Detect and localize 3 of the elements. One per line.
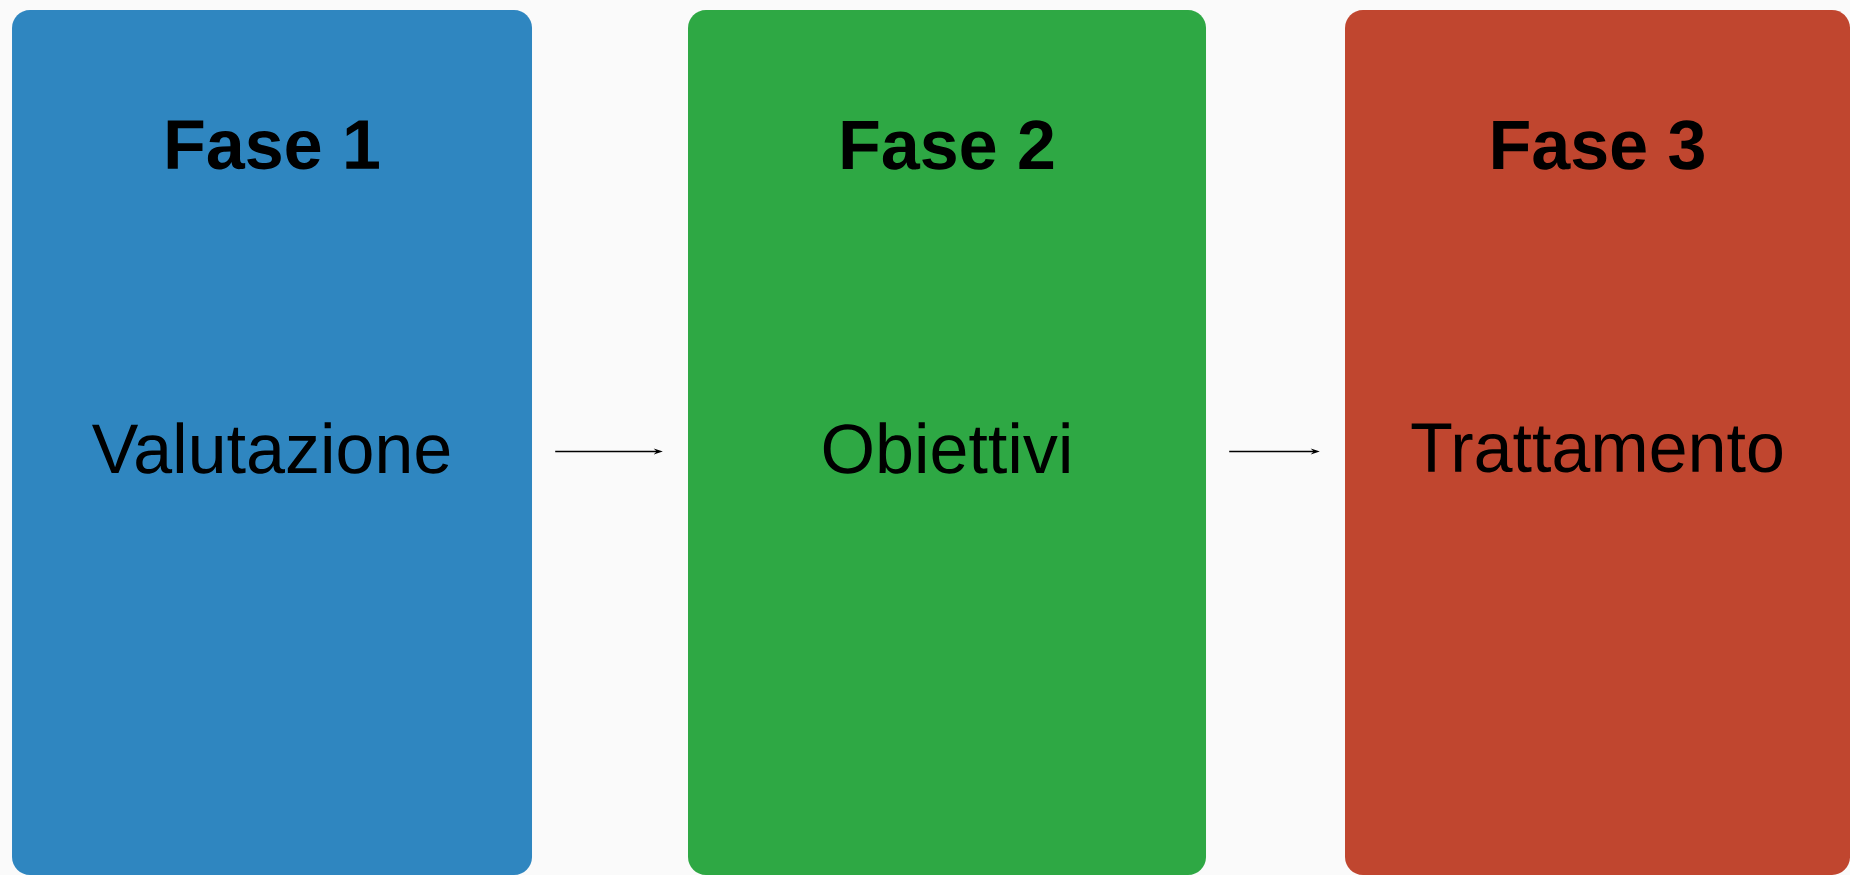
card: Fase 2 Obiettivi	[688, 10, 1206, 875]
card: Fase 3 Trattamento	[1345, 10, 1850, 875]
card: Fase 1 Valutazione	[12, 10, 532, 875]
